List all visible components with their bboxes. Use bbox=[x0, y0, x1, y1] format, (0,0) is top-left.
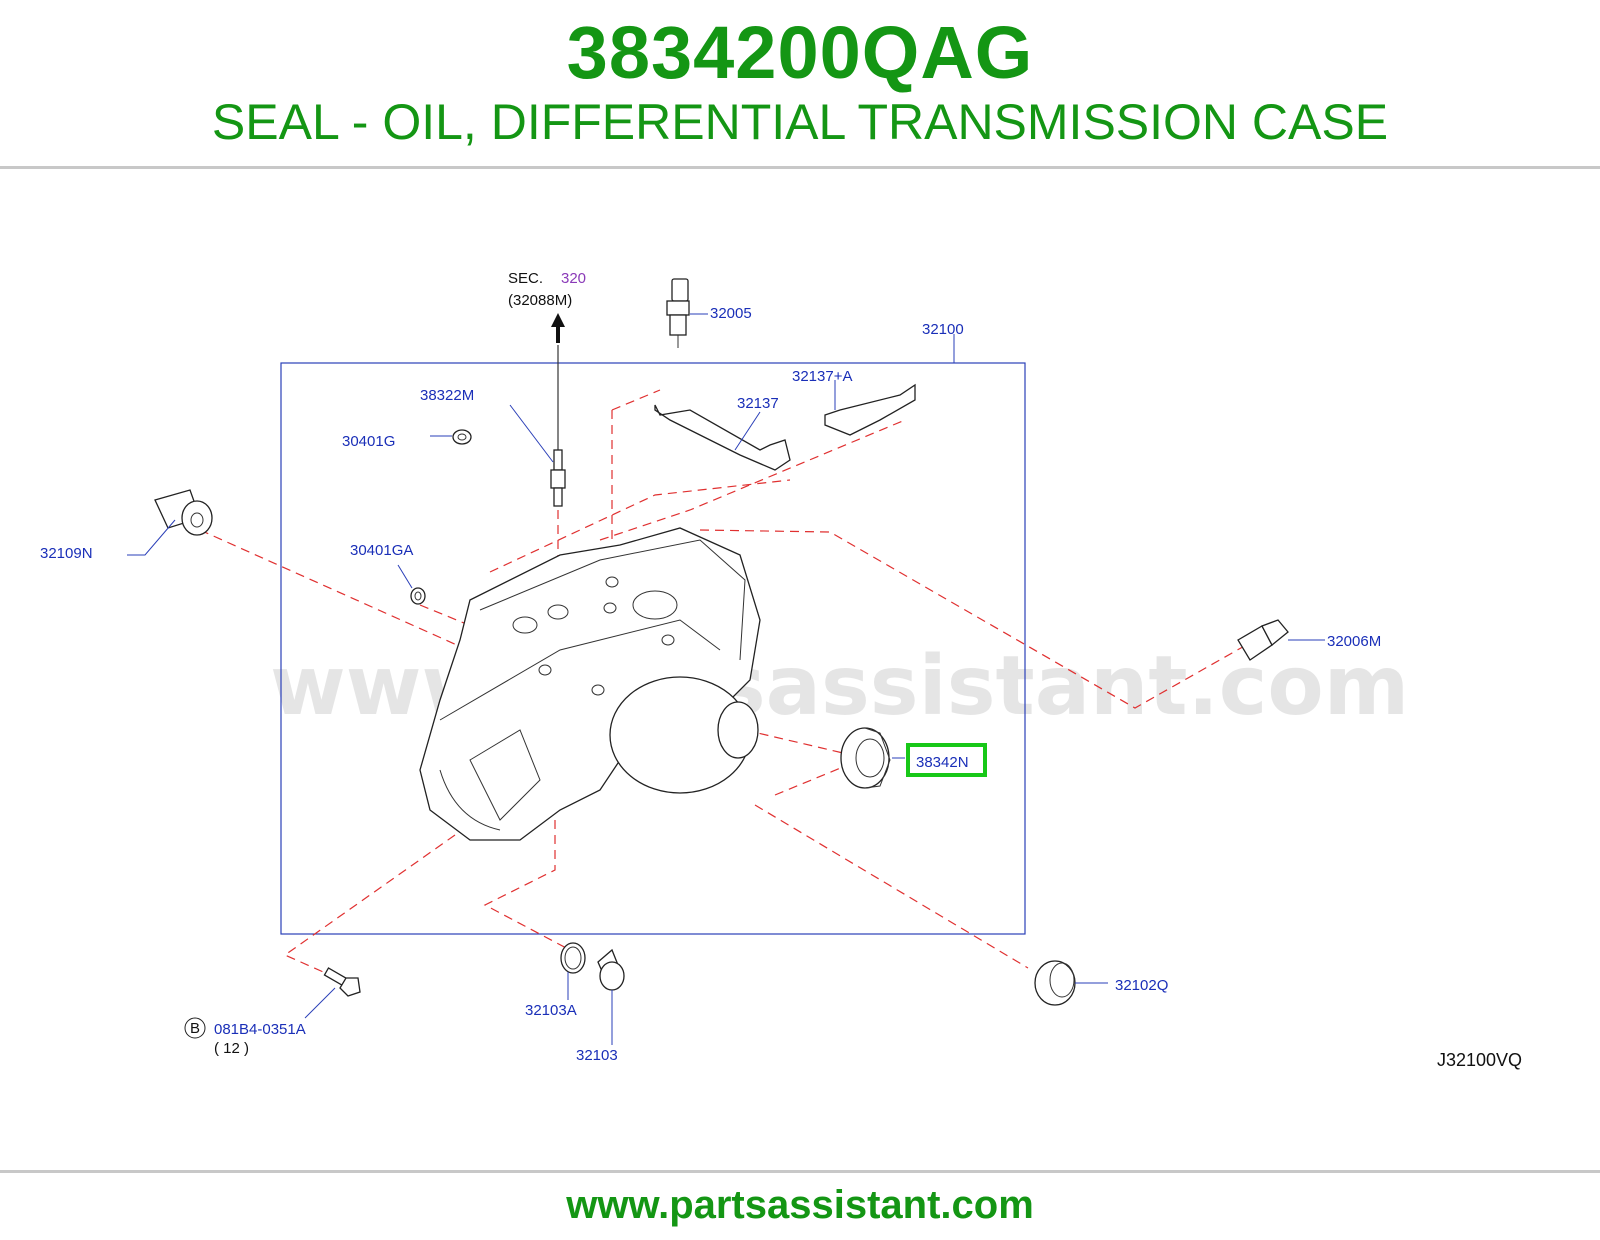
bracket-32137-drawing bbox=[654, 404, 791, 471]
leader-30401GA bbox=[397, 564, 413, 589]
label-32005[interactable]: 32005 bbox=[710, 305, 752, 322]
label-30401G[interactable]: 30401G bbox=[342, 433, 395, 450]
leader-38322M bbox=[509, 404, 554, 463]
label-32109N[interactable]: 32109N bbox=[40, 545, 93, 562]
label-081B4-qty: ( 12 ) bbox=[214, 1040, 249, 1057]
sensor-32006M-drawing bbox=[1237, 619, 1289, 661]
footer-url-link[interactable]: www.partsassistant.com bbox=[566, 1183, 1034, 1227]
label-32137[interactable]: 32137 bbox=[737, 395, 779, 412]
page-header: 3834200QAG SEAL - OIL, DIFFERENTIAL TRAN… bbox=[0, 0, 1600, 170]
sec-ref-sub: (32088M) bbox=[508, 292, 572, 309]
label-32103[interactable]: 32103 bbox=[576, 1047, 618, 1064]
ring-30401G-drawing bbox=[452, 429, 472, 445]
plug-32109N-drawing bbox=[154, 489, 213, 536]
label-30401GA[interactable]: 30401GA bbox=[350, 542, 413, 559]
highlight-box-38342N bbox=[906, 743, 987, 777]
label-32103A[interactable]: 32103A bbox=[525, 1002, 577, 1019]
header-divider bbox=[0, 166, 1600, 169]
diagram-code: J32100VQ bbox=[1437, 1050, 1522, 1070]
stud-38322M-drawing bbox=[550, 449, 566, 507]
label-38342N[interactable]: 38342N bbox=[916, 754, 969, 771]
footer-divider bbox=[0, 1170, 1600, 1173]
label-32006M[interactable]: 32006M bbox=[1327, 633, 1381, 650]
cap-32102Q-drawing bbox=[1034, 960, 1076, 1006]
sec-ref-number[interactable]: 320 bbox=[561, 270, 586, 287]
sensor-32005-drawing bbox=[666, 278, 690, 348]
ring-30401GA-drawing bbox=[410, 587, 426, 605]
up-arrow-icon bbox=[551, 313, 565, 327]
oil-seal-38342N-drawing bbox=[840, 727, 891, 789]
transmission-case-drawing bbox=[419, 527, 761, 841]
sec-ref-prefix: SEC. bbox=[508, 270, 543, 287]
assembly-dashed-lines bbox=[199, 389, 1256, 976]
label-081B4[interactable]: 081B4-0351A bbox=[214, 1021, 306, 1038]
part-description: SEAL - OIL, DIFFERENTIAL TRANSMISSION CA… bbox=[211, 94, 1389, 150]
assembly-frame bbox=[280, 362, 1026, 935]
label-32100[interactable]: 32100 bbox=[922, 321, 964, 338]
up-arrow-stem bbox=[556, 325, 560, 343]
label-32102Q[interactable]: 32102Q bbox=[1115, 977, 1168, 994]
ref-circle-b bbox=[184, 1017, 206, 1039]
ref-circle-b-label: B bbox=[190, 1020, 200, 1037]
leader-081B4 bbox=[304, 987, 336, 1019]
leader-32137 bbox=[734, 411, 761, 451]
label-38322M[interactable]: 38322M bbox=[420, 387, 474, 404]
label-32137A[interactable]: 32137+A bbox=[792, 368, 852, 385]
plug-32103-drawing bbox=[597, 948, 625, 991]
bolt-081B4-drawing bbox=[323, 967, 361, 997]
part-number-title: 3834200QAG bbox=[566, 11, 1034, 94]
bracket-32137A-drawing bbox=[824, 383, 916, 436]
leader-32109N bbox=[127, 519, 176, 556]
